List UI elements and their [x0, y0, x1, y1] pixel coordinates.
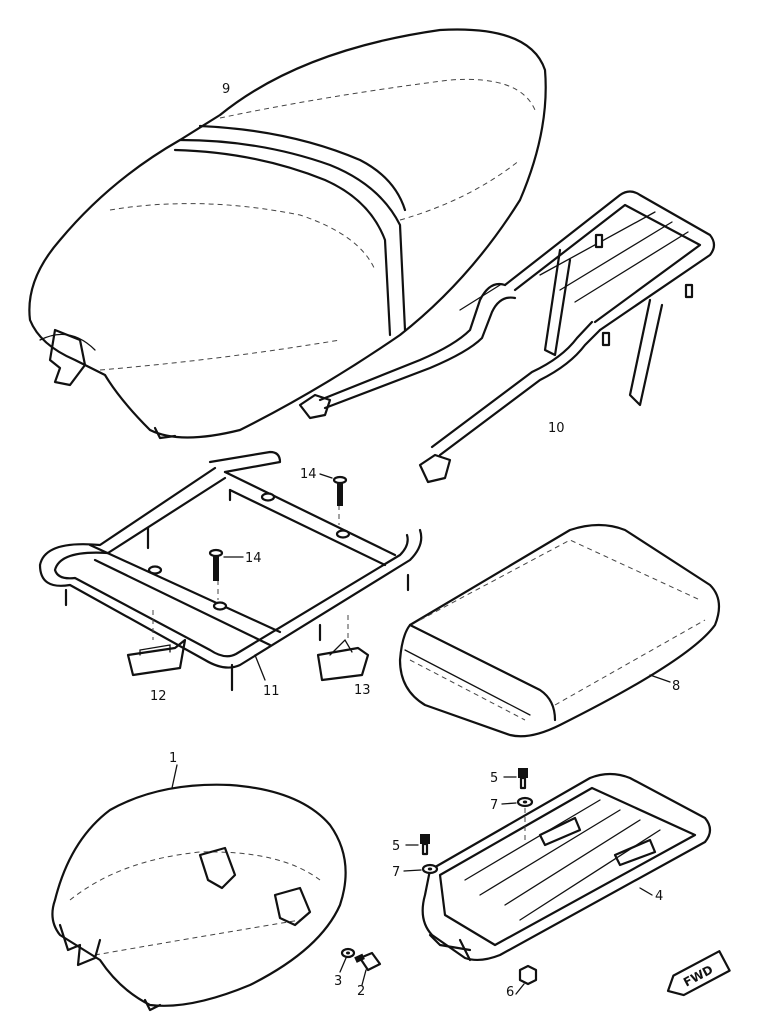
callout-14b: 14: [245, 551, 262, 566]
callout-2: 2: [357, 984, 365, 999]
bolt-part-5a: [503, 768, 528, 790]
washer-part-7a: [501, 796, 534, 840]
callout-13: 13: [354, 683, 371, 698]
solo-seat-part-1: [51, 764, 347, 1012]
dual-seat-part-9: [28, 28, 547, 440]
washer-part-7b: [403, 863, 439, 875]
screw-part-14b: [208, 548, 244, 581]
callout-labels: 9 10 14 14 12 11 13 8 1 5 7 5 7 4 3 2 6: [150, 82, 680, 1000]
screw-part-14a: [319, 473, 348, 506]
callout-8: 8: [672, 679, 680, 694]
nut-part-6: [515, 964, 538, 995]
callout-1: 1: [169, 751, 177, 766]
callout-3: 3: [334, 974, 342, 989]
callout-7a: 7: [490, 798, 498, 813]
rear-rack-part-10: [298, 190, 716, 484]
bolt-part-2: [354, 951, 382, 986]
callout-9: 9: [222, 82, 230, 97]
callout-11: 11: [263, 684, 280, 699]
forward-arrow-icon: FWD: [666, 950, 731, 997]
seat-frame-part-11: [38, 450, 423, 692]
pillion-seat-part-8: [398, 523, 721, 738]
callout-10: 10: [548, 421, 565, 436]
callout-7b: 7: [392, 865, 400, 880]
callout-4: 4: [655, 889, 663, 904]
callout-14a: 14: [300, 467, 317, 482]
callout-6: 6: [506, 985, 514, 1000]
luggage-rack-part-4: [421, 772, 712, 962]
callout-12: 12: [150, 689, 167, 704]
callout-5b: 5: [392, 839, 400, 854]
clip-part-13: [316, 638, 370, 682]
clip-part-12: [126, 638, 187, 677]
washer-part-3: [339, 947, 356, 973]
callout-5a: 5: [490, 771, 498, 786]
bolt-part-5b: [405, 834, 430, 856]
